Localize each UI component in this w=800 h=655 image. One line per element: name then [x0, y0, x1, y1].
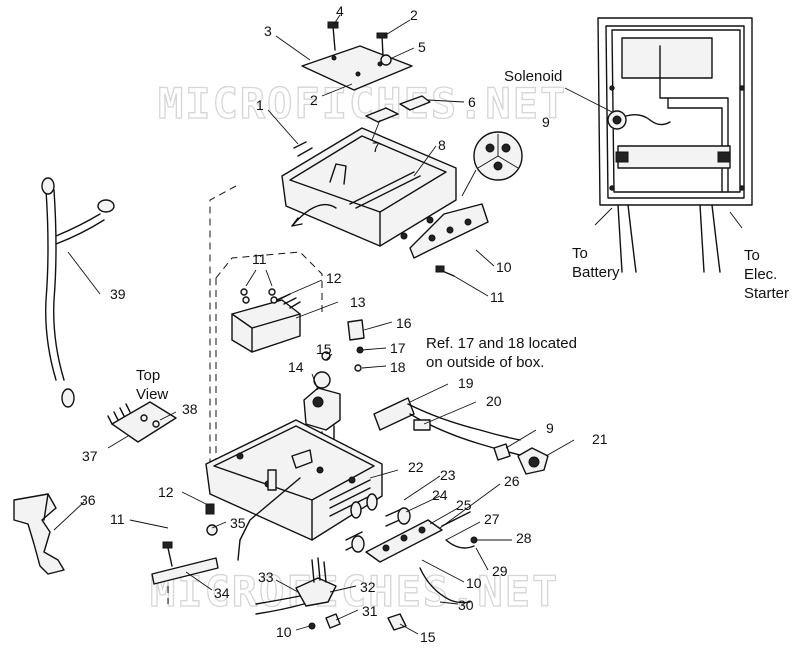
callout-31: 31	[362, 603, 378, 619]
installed-box-inset: Solenoid To Battery To Elec. Starter	[504, 17, 789, 302]
callout-19: 19	[458, 375, 474, 391]
callout-36: 36	[80, 492, 96, 508]
callout-25: 25	[456, 497, 472, 513]
callout-11-mid: 11	[252, 251, 267, 267]
to-starter-label-line1: To	[744, 247, 760, 264]
callout-27: 27	[484, 511, 500, 527]
ref-note-line2: on outside of box.	[426, 354, 544, 371]
callout-10-lower: 10	[466, 575, 482, 591]
callout-9-bottom: 9	[546, 420, 554, 436]
callout-3: 3	[264, 23, 272, 39]
solenoid-components	[107, 185, 365, 470]
cover-assembly	[281, 21, 523, 277]
callout-numbers: 4 2 3 5 2 6 1 9 7 8 10 11 11 12 13 16 15…	[80, 3, 608, 645]
to-starter-label-line3: Starter	[744, 285, 789, 302]
callout-34: 34	[214, 585, 230, 601]
callout-21: 21	[592, 431, 608, 447]
callout-32: 32	[360, 579, 376, 595]
callout-16: 16	[396, 315, 412, 331]
callout-15-bottom: 15	[420, 629, 436, 645]
callout-11-lower: 11	[110, 511, 125, 527]
callout-30: 30	[458, 597, 474, 613]
callout-14: 14	[288, 359, 304, 375]
ref-note-line1: Ref. 17 and 18 located	[426, 335, 577, 352]
bracket-36-icon	[13, 493, 65, 575]
wiring-harness	[13, 397, 549, 631]
battery-cable	[41, 177, 115, 408]
callout-5: 5	[418, 39, 426, 55]
callout-15-mid: 15	[316, 341, 332, 357]
callout-6: 6	[468, 94, 476, 110]
callout-11-right: 11	[490, 289, 505, 305]
callout-28: 28	[516, 530, 532, 546]
callout-23: 23	[440, 467, 456, 483]
callout-18: 18	[390, 359, 406, 375]
callout-4: 4	[336, 3, 344, 19]
top-view-label-line1: Top	[136, 367, 160, 384]
callout-10-bottom: 10	[276, 624, 292, 640]
callout-38: 38	[182, 401, 198, 417]
callout-2-top: 2	[410, 7, 418, 23]
callout-29: 29	[492, 563, 508, 579]
to-battery-label-line1: To	[572, 245, 588, 262]
to-starter-label-line2: Elec.	[744, 266, 777, 283]
callout-26: 26	[504, 473, 520, 489]
lower-box	[151, 419, 383, 604]
callout-39: 39	[110, 286, 126, 302]
callout-22: 22	[408, 459, 424, 475]
callout-2-mid: 2	[310, 92, 318, 108]
callout-9-top: 9	[542, 114, 550, 130]
leader-lines	[53, 14, 575, 635]
callout-24: 24	[432, 487, 448, 503]
callout-10-top: 10	[496, 259, 512, 275]
callout-8: 8	[438, 137, 446, 153]
solenoid-label: Solenoid	[504, 68, 562, 85]
callout-33: 33	[258, 569, 274, 585]
to-battery-label-line2: Battery	[572, 264, 620, 281]
callout-7: 7	[372, 139, 380, 155]
callout-35: 35	[230, 515, 246, 531]
callout-17: 17	[390, 340, 406, 356]
watermark-bottom: MICROFICHES.NET	[150, 567, 559, 616]
callout-37: 37	[82, 448, 98, 464]
solenoid-top-view-icon	[111, 401, 177, 443]
callout-12-mid: 12	[326, 270, 342, 286]
top-view-label-line2: View	[136, 386, 168, 403]
callout-12-lower: 12	[158, 484, 174, 500]
callout-1: 1	[256, 97, 264, 113]
callout-13: 13	[350, 294, 366, 310]
callout-20: 20	[486, 393, 502, 409]
